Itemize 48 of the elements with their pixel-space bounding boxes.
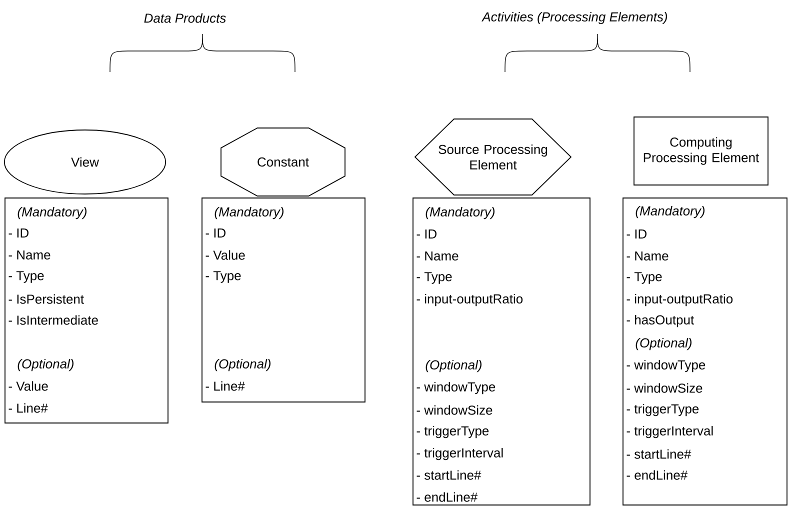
attribute-item: - triggerInterval	[626, 426, 713, 438]
section-heading: (Mandatory)	[214, 206, 284, 220]
attribute-box	[412, 198, 590, 506]
attribute-item: - windowSize	[626, 383, 702, 393]
attribute-item: - Name	[626, 251, 668, 261]
constant-octagon: Constant	[220, 128, 346, 196]
attribute-item: - ID	[416, 230, 437, 238]
computing-box: Computing Processing Element	[634, 116, 768, 186]
attribute-item: - Value	[206, 250, 245, 260]
attribute-item: - triggerType	[416, 426, 489, 438]
attribute-item: - startLine#	[626, 449, 692, 459]
attribute-item: - windowType	[626, 360, 706, 372]
attribute-item: - ID	[626, 230, 647, 238]
section-heading: (Mandatory)	[636, 206, 704, 218]
group-heading: Activities (Processing Elements)	[482, 12, 668, 24]
attribute-item: - endLine#	[416, 492, 478, 502]
section-heading: (Optional)	[18, 358, 74, 372]
section-heading: (Optional)	[214, 358, 270, 372]
attribute-box	[622, 198, 788, 506]
attribute-item: - Type	[416, 272, 452, 284]
attribute-item: - Name	[416, 251, 458, 261]
attribute-item: - input-outputRatio	[416, 294, 523, 306]
attribute-item: - ID	[206, 228, 226, 238]
attribute-item: - Value	[8, 381, 48, 391]
attribute-box	[4, 198, 168, 424]
attribute-item: - hasOutput	[626, 314, 694, 328]
attribute-item: - input-outputRatio	[626, 294, 733, 306]
attribute-item: - ID	[8, 228, 28, 238]
attribute-item: - windowType	[416, 382, 496, 394]
attribute-item: - windowSize	[416, 405, 492, 415]
section-heading: (Mandatory)	[426, 206, 494, 220]
section-heading: (Optional)	[636, 338, 692, 350]
attribute-item: - IsPersistent	[8, 294, 84, 304]
attribute-item: - startLine#	[416, 470, 482, 480]
attribute-item: - Line#	[8, 403, 48, 413]
section-heading: (Optional)	[426, 360, 482, 372]
attribute-item: - Name	[8, 250, 50, 260]
section-heading: (Mandatory)	[18, 206, 86, 220]
group-heading: Data Products	[144, 13, 226, 23]
attribute-item: - triggerInterval	[416, 448, 503, 460]
attribute-item: - Type	[8, 271, 44, 283]
attribute-item: - Line#	[206, 381, 245, 391]
attribute-item: - Type	[626, 272, 662, 284]
attribute-item: - Type	[206, 271, 241, 283]
attribute-item: - endLine#	[626, 470, 688, 480]
attribute-item: - IsIntermediate	[8, 315, 98, 325]
attribute-item: - triggerType	[626, 404, 699, 416]
attribute-box	[202, 198, 366, 402]
